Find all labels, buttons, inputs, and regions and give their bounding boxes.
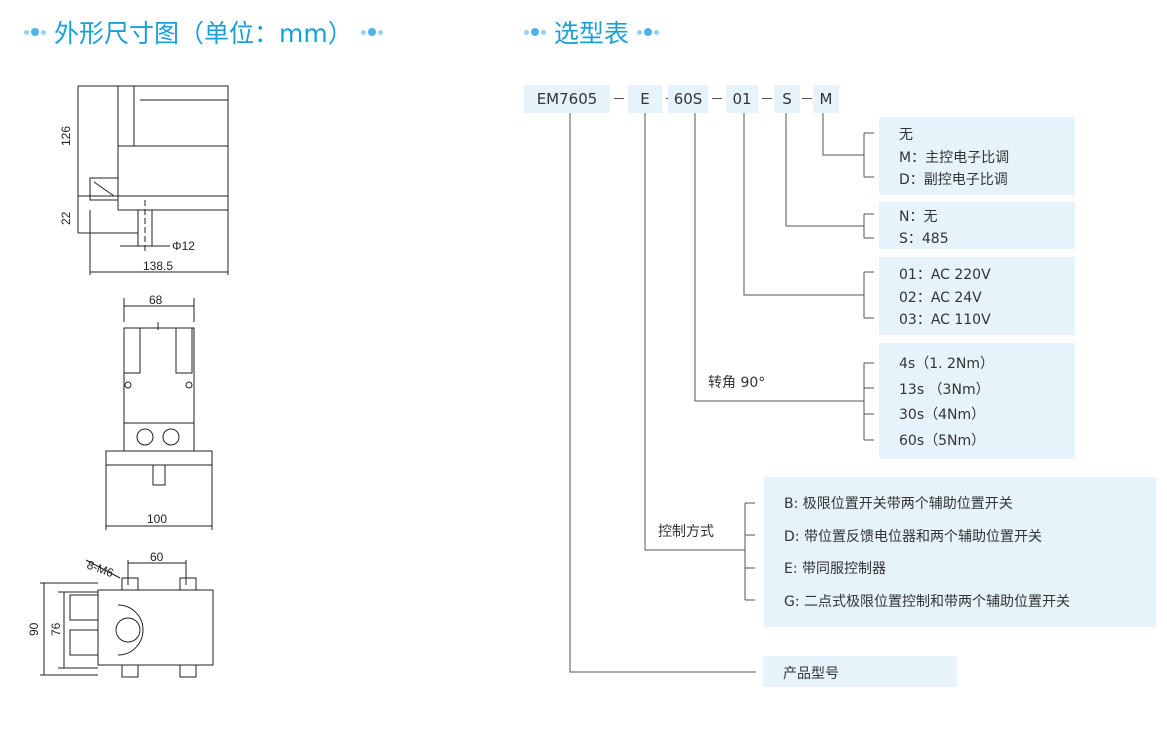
- dim-side-height-upper: 126: [59, 126, 73, 146]
- dimension-drawings: 126 22 Φ12 138.5 68 100 8-M6 60 90 76: [27, 85, 229, 678]
- side-view-drawing: [77, 85, 229, 275]
- dim-bottom-outer-height: 90: [27, 622, 41, 636]
- code-dash: [712, 98, 722, 99]
- control-label: 控制方式: [658, 524, 714, 540]
- comm-options-panel: N：无 S：485: [879, 202, 1075, 249]
- voltage-option: 02：AC 24V: [899, 290, 982, 306]
- bottom-view-drawing: [40, 559, 214, 678]
- dim-side-shaft: Φ12: [172, 239, 195, 253]
- model-label: 产品型号: [783, 666, 839, 682]
- code-segment-model: EM7605: [524, 85, 610, 113]
- mode-option: D：副控电子比调: [899, 172, 1008, 188]
- dim-side-height-lower: 22: [59, 211, 73, 225]
- comm-option: S：485: [899, 231, 949, 247]
- code-segment-mode: M: [813, 85, 839, 113]
- speed-option: 30s（4Nm）: [899, 407, 986, 423]
- selection-title: 选型表: [554, 19, 630, 48]
- speed-options-panel: 4s（1. 2Nm） 13s （3Nm） 30s（4Nm） 60s（5Nm）: [879, 343, 1075, 459]
- dim-bottom-spacing: 60: [150, 550, 164, 564]
- decor-dots-icon: [24, 28, 46, 36]
- speed-option: 60s（5Nm）: [899, 433, 986, 449]
- code-segment-comm: S: [774, 85, 800, 113]
- dim-bottom-inner-height: 76: [49, 622, 63, 636]
- voltage-option: 03：AC 110V: [899, 312, 991, 328]
- code-dash: [802, 98, 812, 99]
- dim-front-bottom-width: 100: [147, 512, 167, 526]
- dimensions-heading: 外形尺寸图（单位：mm）: [24, 14, 383, 50]
- control-option: D: 带位置反馈电位器和两个辅助位置开关: [784, 529, 1042, 545]
- dim-front-top-width: 68: [149, 293, 163, 307]
- control-option: B: 极限位置开关带两个辅助位置开关: [784, 496, 1013, 512]
- voltage-options-panel: 01：AC 220V 02：AC 24V 03：AC 110V: [879, 257, 1075, 335]
- mode-option: M：主控电子比调: [899, 150, 1010, 166]
- speed-option: 4s（1. 2Nm）: [899, 356, 995, 372]
- code-dash: [614, 98, 624, 99]
- front-view-drawing: [105, 298, 213, 530]
- control-option: E: 带同服控制器: [784, 561, 887, 577]
- code-segment-speed: 60S: [668, 85, 708, 113]
- decor-dots-icon: [360, 28, 383, 36]
- speed-option: 13s （3Nm）: [899, 382, 990, 398]
- mode-option: 无: [899, 127, 913, 143]
- mode-options-panel: 无 M：主控电子比调 D：副控电子比调: [879, 117, 1075, 195]
- code-dash: [762, 98, 772, 99]
- dim-side-width: 138.5: [143, 259, 173, 273]
- dim-bottom-holes: 8-M6: [85, 558, 116, 581]
- control-options-panel: B: 极限位置开关带两个辅助位置开关 D: 带位置反馈电位器和两个辅助位置开关 …: [764, 477, 1156, 627]
- model-panel: 产品型号: [763, 656, 957, 687]
- voltage-option: 01：AC 220V: [899, 267, 991, 283]
- selection-heading: 选型表: [524, 14, 660, 50]
- decor-dots-icon: [524, 28, 546, 36]
- comm-option: N：无: [899, 209, 938, 225]
- control-option: G: 二点式极限位置控制和带两个辅助位置开关: [784, 594, 1071, 610]
- code-segment-voltage: 01: [726, 85, 758, 113]
- dimensions-title: 外形尺寸图（单位：mm）: [54, 19, 353, 48]
- code-segment-control: E: [628, 85, 662, 113]
- speed-label: 转角 90°: [708, 375, 766, 391]
- decor-dots-icon: [637, 28, 660, 36]
